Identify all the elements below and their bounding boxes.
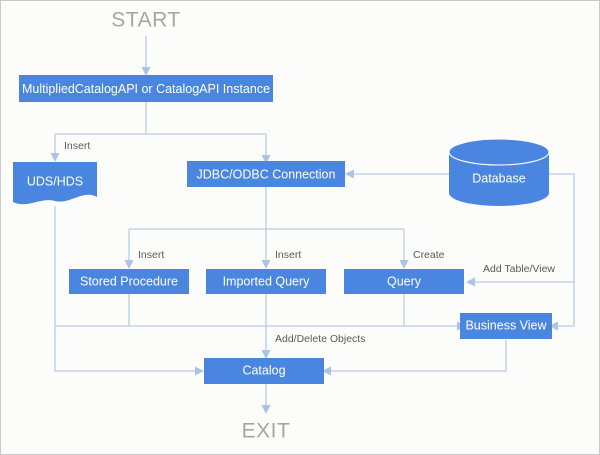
- connector-busview-to-catalog: [328, 340, 507, 372]
- arrowhead-uds-to-catalog: [195, 366, 204, 376]
- connector-layer: [50, 36, 575, 414]
- edge-label-insert-iq: Insert: [275, 249, 301, 261]
- edge-label-create-query: Create: [413, 249, 445, 261]
- node-busview-label: Business View: [465, 318, 547, 332]
- arrowhead-api-to-uds: [50, 153, 60, 162]
- arrowhead-database-to-jdbc: [345, 169, 354, 179]
- arrowhead-start-to-api: [141, 67, 151, 76]
- node-query-label: Query: [387, 274, 422, 288]
- node-uds-shape: [13, 162, 97, 205]
- node-multipliedcatalogapi[interactable]: MultipliedCatalogAPI or CatalogAPI Insta…: [19, 75, 273, 102]
- node-storedproc-shape: [69, 269, 189, 294]
- terminal-layer: START EXIT: [111, 9, 290, 443]
- node-database-top: [449, 139, 549, 165]
- node-query-shape: [344, 269, 464, 294]
- arrowhead-jdbc-to-storedproc: [124, 260, 134, 269]
- node-catalog-shape: [204, 358, 324, 384]
- arrowhead-busview-to-catalog: [322, 366, 331, 376]
- node-database[interactable]: Database: [448, 138, 550, 206]
- edge-label-add-table-view: Add Table/View: [483, 263, 555, 275]
- node-storedproc-label: Stored Procedure: [80, 274, 178, 288]
- edge-label-layer: Insert Insert Insert Create Add Table/Vi…: [64, 140, 555, 345]
- node-imported-query[interactable]: Imported Query: [206, 269, 326, 294]
- node-jdbc-shape: [187, 161, 345, 187]
- node-busview-shape: [460, 313, 552, 339]
- node-api-shape: [19, 75, 273, 102]
- node-jdbc-label: JDBC/ODBC Connection: [197, 167, 336, 181]
- terminal-exit: EXIT: [242, 420, 291, 443]
- connector-uds-to-catalog: [54, 326, 198, 372]
- arrowhead-database-to-query: [466, 277, 475, 287]
- arrowhead-jdbc-to-impquery: [261, 260, 271, 269]
- node-api-label: MultipliedCatalogAPI or CatalogAPI Insta…: [22, 82, 270, 96]
- node-catalog[interactable]: Catalog: [204, 358, 324, 384]
- node-query[interactable]: Query: [344, 269, 464, 294]
- node-catalog-label: Catalog: [242, 363, 285, 377]
- node-stored-procedure[interactable]: Stored Procedure: [69, 269, 189, 294]
- terminal-start: START: [111, 9, 180, 32]
- node-uds-label: UDS/HDS: [27, 174, 83, 188]
- edge-label-insert-uds: Insert: [64, 140, 90, 152]
- edge-label-add-delete: Add/Delete Objects: [275, 333, 365, 345]
- arrowhead-catalog-to-exit: [261, 405, 271, 414]
- connector-database-right-trunk: [549, 173, 575, 326]
- arrowhead-jdbc-to-query: [399, 260, 409, 269]
- edge-label-insert-sp: Insert: [138, 249, 164, 261]
- node-database-body: [449, 152, 549, 206]
- node-business-view[interactable]: Business View: [460, 313, 552, 339]
- arrowhead-api-to-jdbc: [261, 155, 271, 164]
- node-database-label: Database: [472, 171, 526, 185]
- node-database-top-rim: [448, 138, 550, 166]
- node-jdbc-odbc-connection[interactable]: JDBC/ODBC Connection: [187, 161, 345, 187]
- node-uds-hds[interactable]: UDS/HDS: [13, 162, 97, 205]
- arrowhead-impquery-to-catalog: [261, 350, 271, 359]
- arrowhead-database-to-busview: [549, 321, 558, 331]
- node-impquery-shape: [206, 269, 326, 294]
- node-impquery-label: Imported Query: [223, 274, 311, 288]
